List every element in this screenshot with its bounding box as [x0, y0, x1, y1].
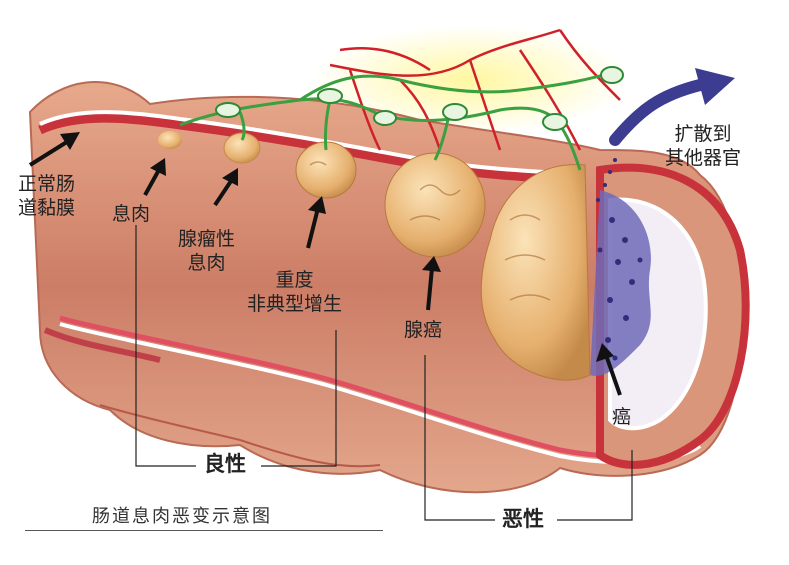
label-malignant: 恶性: [502, 507, 544, 531]
label-spread: 扩散到 其他器官: [665, 123, 742, 169]
tumor-texture: [309, 161, 551, 301]
cancer-mass: [480, 163, 591, 381]
diagram-caption: 肠道息肉恶变示意图: [92, 506, 272, 527]
adenoma-polyp: [223, 132, 261, 164]
label-severe-dysplasia: 重度 非典型增生: [247, 269, 343, 315]
label-normal-mucosa: 正常肠 道黏膜: [18, 173, 76, 219]
label-cancer: 癌: [612, 406, 632, 428]
label-benign: 良性: [204, 452, 246, 476]
caption-underline: [25, 530, 383, 531]
spread-arrow-head: [695, 68, 735, 105]
label-adenocarcinoma: 腺癌: [404, 319, 443, 341]
cancer-cross-section: [590, 190, 651, 376]
mucosa-red: [38, 113, 581, 185]
mucosa-white: [39, 110, 581, 176]
label-arrows: [28, 132, 622, 396]
malignant-bracket: [424, 355, 633, 521]
lower-fold-3: [99, 404, 241, 441]
label-adenomatous-polyp: 腺瘤性 息肉: [178, 228, 236, 274]
spread-arrow-shaft: [609, 79, 706, 146]
adenocarcinoma-growth: [384, 152, 486, 258]
lower-fold-4: [239, 439, 381, 468]
lymph-nodes: [215, 66, 624, 131]
benign-bracket: [135, 225, 337, 467]
polyp-small: [158, 131, 182, 149]
blood-vessels: [329, 28, 621, 151]
dysplasia-growth: [295, 141, 357, 199]
cancer-cells: [596, 158, 643, 361]
label-polyp: 息肉: [112, 203, 151, 225]
lower-fold-1: [43, 327, 161, 363]
